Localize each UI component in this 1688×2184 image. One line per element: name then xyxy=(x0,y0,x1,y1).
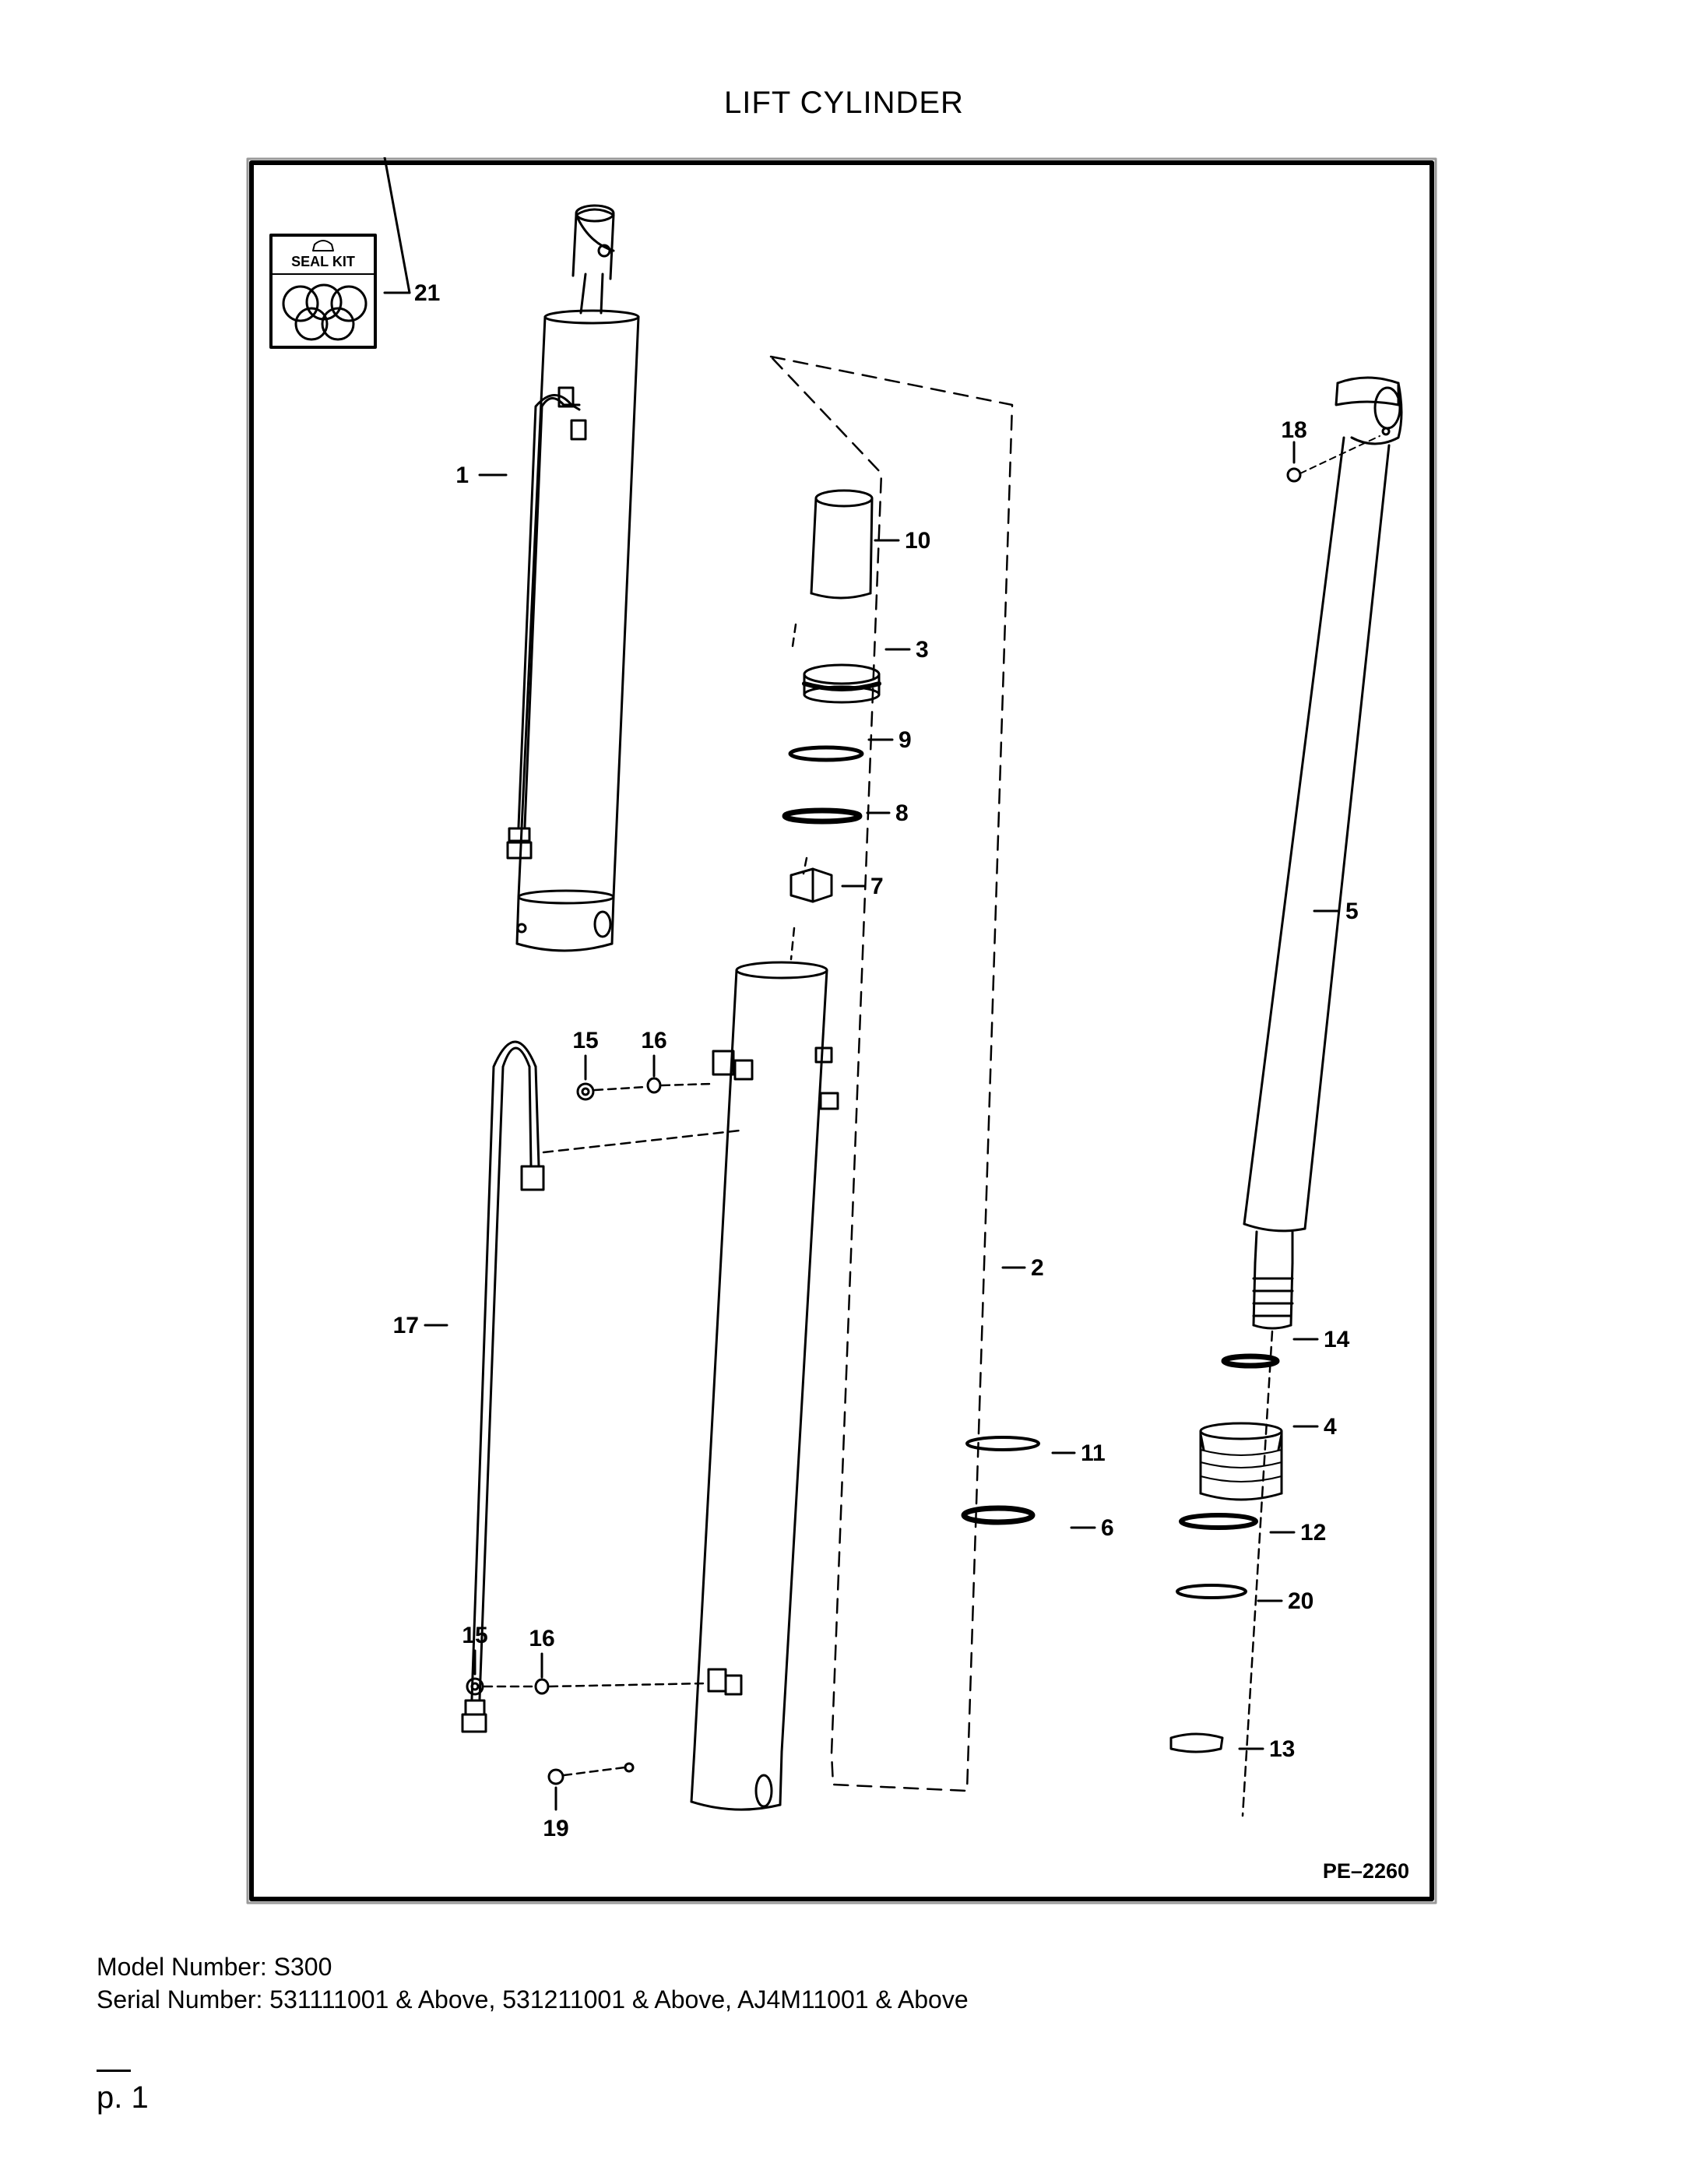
leader-lines xyxy=(383,157,1339,1811)
seal-12 xyxy=(1179,1513,1258,1530)
ring-11 xyxy=(965,1436,1040,1451)
nut-13 xyxy=(1169,1732,1224,1753)
ring-14 xyxy=(1221,1353,1280,1369)
ring-8 xyxy=(782,807,863,825)
callout-19: 19 xyxy=(543,1816,568,1841)
fitting-15-upper xyxy=(576,1082,595,1101)
seal-kit-icon: SEAL KIT xyxy=(269,234,377,349)
gland-10 xyxy=(810,489,874,600)
exploded-diagram: SEAL KIT xyxy=(246,157,1437,1904)
rod-5 xyxy=(1243,376,1403,1330)
exploded-path-dashed xyxy=(769,355,1014,1792)
callout-10: 10 xyxy=(905,528,930,554)
callout-3: 3 xyxy=(916,637,929,663)
callout-13: 13 xyxy=(1269,1736,1295,1762)
page-number: p. 1 xyxy=(97,2080,149,2115)
callout-4: 4 xyxy=(1324,1414,1337,1440)
callout-18: 18 xyxy=(1281,417,1306,443)
page-title: LIFT CYLINDER xyxy=(724,86,964,120)
callout-15-lower: 15 xyxy=(462,1623,487,1648)
model-number: Model Number: S300 xyxy=(97,1953,332,1981)
callout-11: 11 xyxy=(1081,1440,1106,1466)
hose-17 xyxy=(461,1040,741,1733)
callout-21: 21 xyxy=(414,280,440,306)
page-rule xyxy=(97,2070,131,2072)
drawing-code: PE–2260 xyxy=(1323,1859,1409,1883)
seal-kit-label: SEAL KIT xyxy=(291,254,355,269)
piston-4 xyxy=(1199,1422,1283,1501)
callout-2: 2 xyxy=(1031,1255,1044,1281)
callout-7: 7 xyxy=(870,874,884,899)
ring-6 xyxy=(961,1505,1036,1525)
callout-20: 20 xyxy=(1288,1588,1313,1614)
piston-3 xyxy=(802,663,881,704)
callout-6: 6 xyxy=(1101,1515,1114,1541)
seal-20 xyxy=(1176,1584,1247,1599)
cylinder-barrel-assembly xyxy=(506,204,640,952)
callout-14: 14 xyxy=(1324,1327,1350,1352)
callout-15-upper: 15 xyxy=(572,1028,598,1053)
callout-16-lower: 16 xyxy=(529,1626,554,1651)
serial-number: Serial Number: 531111001 & Above, 531211… xyxy=(97,1985,969,2013)
callout-1: 1 xyxy=(455,462,469,488)
diagram-frame xyxy=(246,157,1437,1904)
callout-5: 5 xyxy=(1345,899,1359,924)
grease-fitting-19 xyxy=(547,1762,635,1785)
callout-12: 12 xyxy=(1300,1520,1326,1546)
nut-7 xyxy=(789,867,833,903)
callout-17: 17 xyxy=(393,1313,419,1338)
callout-8: 8 xyxy=(895,800,909,826)
fitting-15-lower xyxy=(466,1677,484,1696)
callout-16-upper: 16 xyxy=(641,1028,666,1053)
o-ring-16-upper xyxy=(646,1077,662,1094)
o-ring-16-lower xyxy=(534,1678,550,1695)
cylinder-barrel-2 xyxy=(690,961,839,1811)
callout-9: 9 xyxy=(899,727,912,753)
ring-9 xyxy=(788,745,864,762)
set-screw-18 xyxy=(1286,467,1302,483)
